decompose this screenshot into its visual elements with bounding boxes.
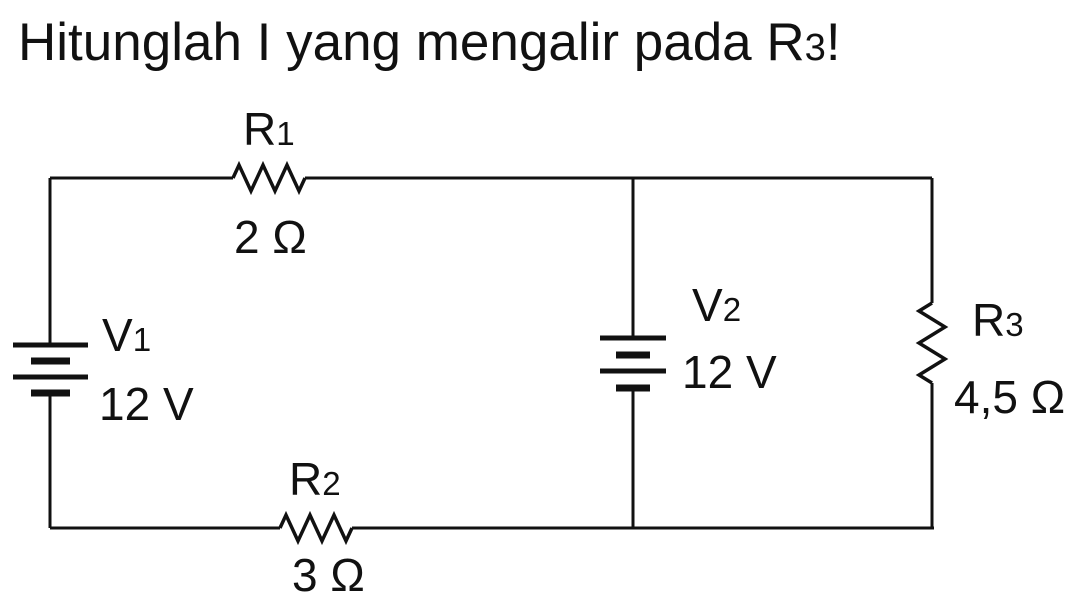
v1-label-letter: V xyxy=(102,309,133,361)
r2-label: R2 xyxy=(289,456,341,502)
page-title: Hitunglah I yang mengalir pada R3! xyxy=(18,16,841,69)
r3-label-subscript: 3 xyxy=(1005,307,1024,344)
v1-label: V1 xyxy=(102,312,151,358)
r2-label-letter: R xyxy=(289,453,323,505)
r3-label-letter: R xyxy=(972,294,1006,346)
v1-value: 12 V xyxy=(99,378,194,430)
v2-label-subscript: 2 xyxy=(722,292,742,329)
r2-value: 3 Ω xyxy=(292,549,365,601)
page-title-suffix: ! xyxy=(825,13,841,72)
resistor-r1-symbol xyxy=(231,160,307,196)
resistor-r2-symbol xyxy=(278,510,354,546)
r3-value: 4,5 Ω xyxy=(954,371,1066,423)
resistor-r3-symbol xyxy=(915,301,949,385)
r1-label-letter: R xyxy=(243,103,277,155)
v1-label-subscript: 1 xyxy=(132,322,152,359)
v2-label: V2 xyxy=(692,282,741,328)
v2-label-letter: V xyxy=(692,279,723,331)
r3-label: R3 xyxy=(972,297,1024,343)
r1-label: R1 xyxy=(243,106,295,152)
v2-value: 12 V xyxy=(682,346,777,398)
r1-value: 2 Ω xyxy=(234,211,307,263)
page-title-text: Hitunglah I yang mengalir pada R xyxy=(18,13,805,72)
r1-label-subscript: 1 xyxy=(276,116,295,153)
page-title-subscript: 3 xyxy=(804,26,826,69)
r2-label-subscript: 2 xyxy=(322,466,341,503)
